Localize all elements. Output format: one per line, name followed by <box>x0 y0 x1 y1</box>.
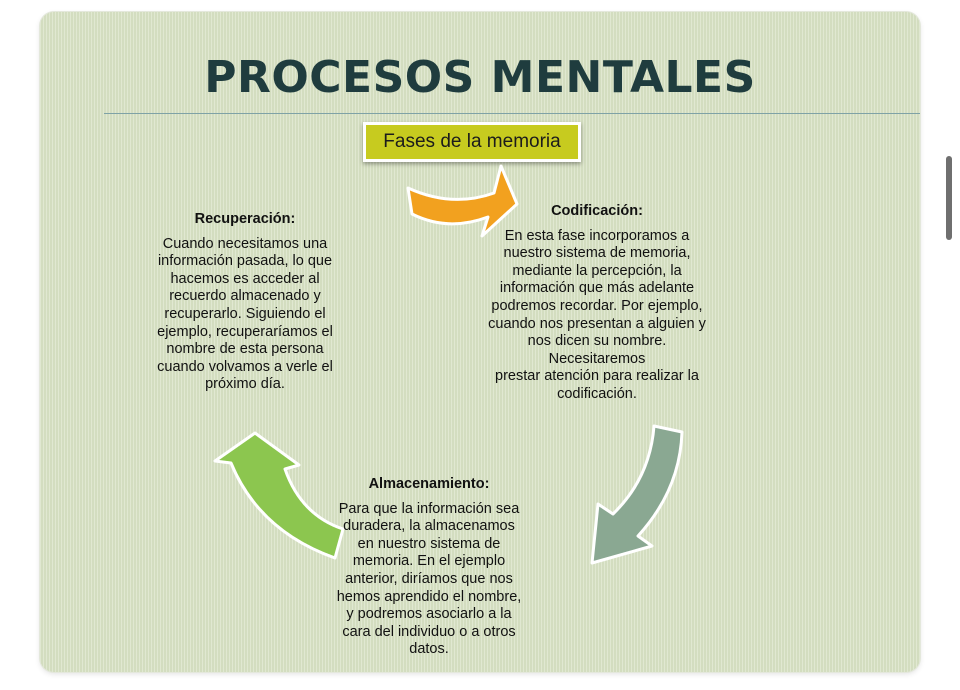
subtitle-text: Fases de la memoria <box>383 131 561 152</box>
scrollbar-thumb[interactable] <box>946 156 952 240</box>
subtitle-box: Fases de la memoria <box>363 122 581 162</box>
phase-title: Recuperación: <box>194 211 296 227</box>
cycle-arrow-left <box>213 431 345 560</box>
phase-codificacion: Codificación: En esta fase incorporamos … <box>470 203 724 404</box>
phase-description: Para que la información sea duradera, la… <box>336 500 522 658</box>
slide-title: PROCESOS MENTALES <box>204 52 756 103</box>
phase-title: Almacenamiento: <box>368 476 490 492</box>
phase-description: Cuando necesitamos una información pasad… <box>157 235 333 393</box>
title-divider <box>104 113 920 114</box>
phase-description: En esta fase incorporamos a nuestro sist… <box>488 227 706 402</box>
slide: PROCESOS MENTALES Fases de la memoria <box>40 12 920 672</box>
phase-title: Codificación: <box>551 203 643 219</box>
cycle-arrow-right <box>590 424 684 565</box>
phase-almacenamiento: Almacenamiento: Para que la información … <box>323 476 535 659</box>
phase-recuperacion: Recuperación: Cuando necesitamos una inf… <box>141 211 349 394</box>
cycle-arrow-top <box>406 164 519 238</box>
